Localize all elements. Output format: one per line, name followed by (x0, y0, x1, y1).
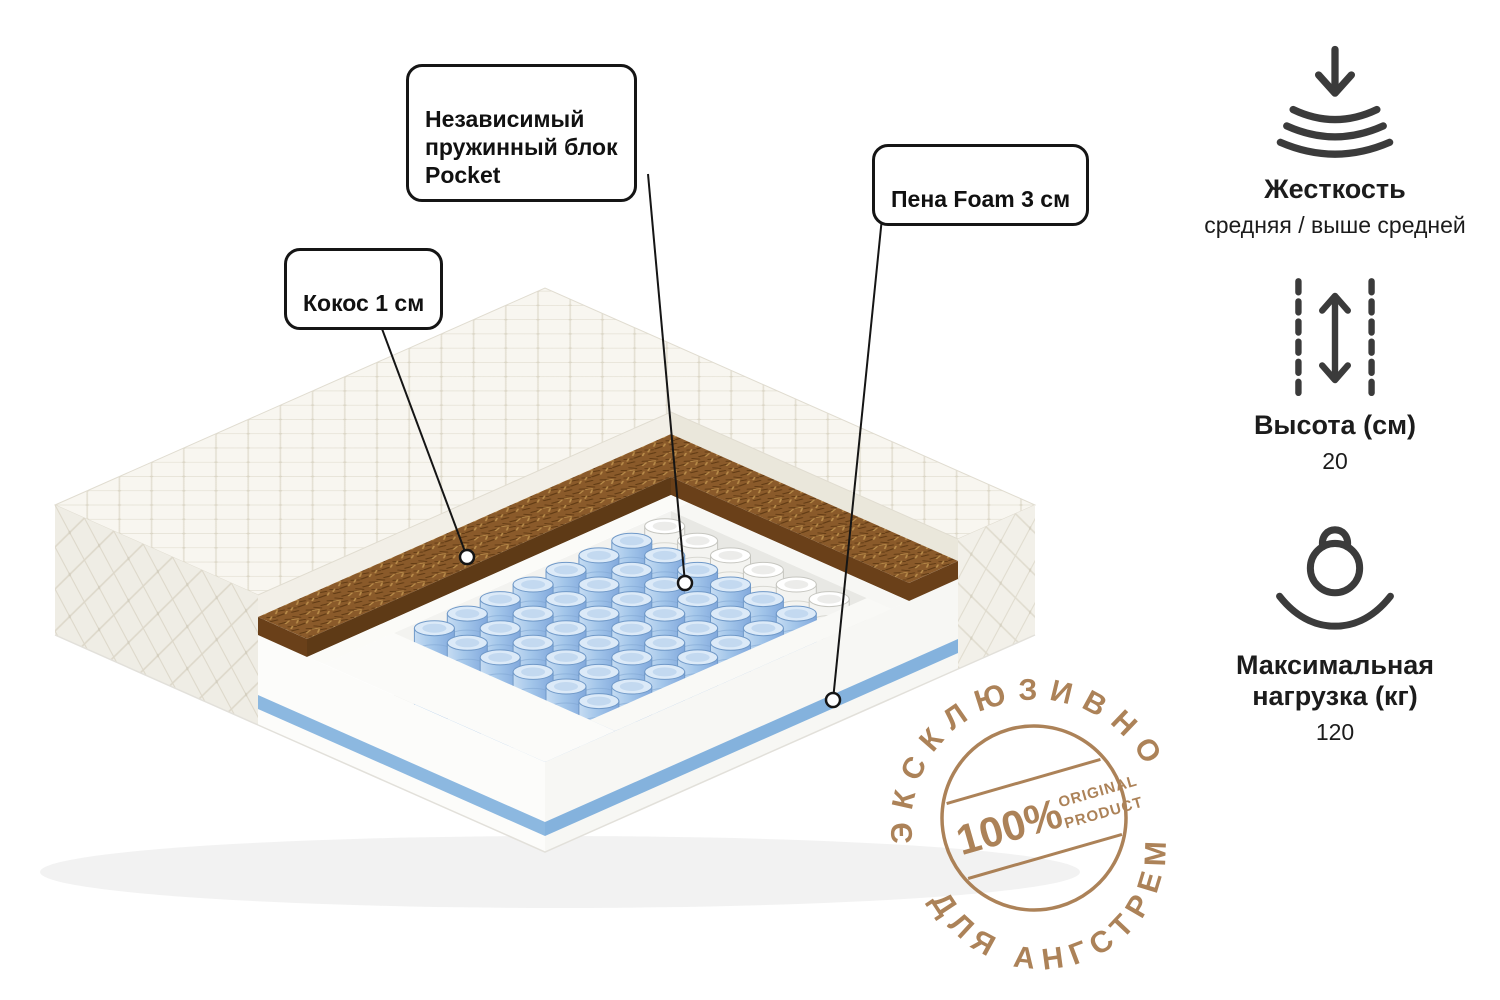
spec-firmness-value: средняя / выше средней (1204, 212, 1466, 238)
spec-height-title: Высота (см) (1253, 409, 1417, 440)
spec-firmness-title: Жесткость (1264, 174, 1406, 204)
callout-coco-label: Кокос 1 см (303, 290, 425, 317)
stamp-percent: 100% (951, 789, 1067, 864)
height-icon (1295, 277, 1375, 398)
callout-pocket-label: Независимый пружинный блок Pocket (425, 106, 618, 189)
quilted-side-left (55, 505, 258, 725)
callout-coco: Кокос 1 см (284, 248, 444, 331)
callout-foam: Пена Foam 3 см (872, 144, 1090, 227)
spec-firmness: Жесткость средняя / выше средней (1204, 44, 1466, 240)
spec-max-load-value: 120 (1315, 718, 1355, 745)
mattress-shadow (40, 836, 1080, 908)
mattress-cutaway (53, 287, 1037, 853)
pocket-callout-line (647, 173, 686, 584)
foam-callout-line (832, 197, 885, 701)
callout-dot (824, 691, 842, 709)
callout-dots (458, 548, 842, 709)
callout-foam-label: Пена Foam 3 см (891, 186, 1071, 213)
spec-max-load: Максимальная нагрузка (кг) 120 (1190, 510, 1480, 747)
callout-pocket: Независимый пружинный блок Pocket (406, 64, 637, 203)
spec-height: Высота (см) 20 (1254, 274, 1416, 476)
spec-height-value: 20 (1322, 447, 1348, 474)
exclusive-stamp: ЭКСКЛЮЗИВНО ДЛЯ АНГСТРЕМ 100% ORIGINAL P… (858, 642, 1203, 994)
callout-lines (371, 173, 885, 701)
spec-max-load-title: Максимальная нагрузка (кг) (1235, 649, 1435, 711)
spec-column: Жесткость средняя / выше средней Высота … (1170, 44, 1500, 746)
callout-dot (458, 548, 476, 566)
blue-layer-right (545, 639, 958, 836)
coco-layer (258, 434, 958, 639)
max-load-icon (1276, 525, 1394, 630)
callout-dot (676, 574, 694, 592)
firmness-icon (1276, 45, 1394, 158)
coco-callout-line (371, 301, 468, 558)
blue-layer-left (258, 695, 545, 836)
quilted-side-right (958, 505, 1035, 669)
